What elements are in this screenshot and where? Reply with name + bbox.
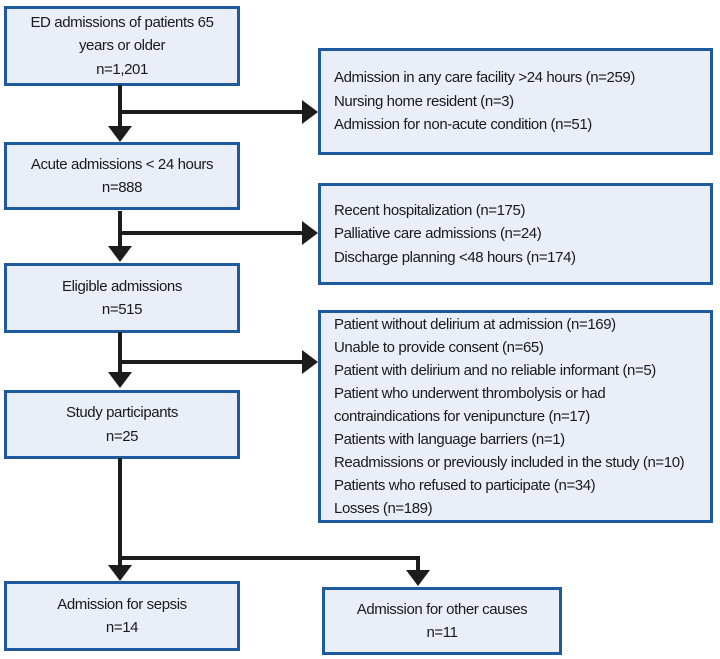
arrow-line-vertical-3 (118, 332, 122, 374)
arrowhead-right-icon (302, 221, 318, 245)
flow-box-admission-for-sepsis: Admission for sepsis n=14 (4, 581, 240, 651)
flow-box-line: Eligible admissions (62, 277, 182, 295)
exclusion-item: Patients with language barriers (n=1) (334, 431, 565, 448)
arrow-line-vertical-1 (118, 85, 122, 128)
exclusion-box-2: Recent hospitalization (n=175) Palliativ… (318, 183, 713, 285)
exclusion-item: Unable to provide consent (n=65) (334, 339, 544, 356)
flow-box-acute-admissions: Acute admissions < 24 hours n=888 (4, 142, 240, 210)
flow-box-line: years or older (78, 37, 166, 55)
arrowhead-down-icon (108, 372, 132, 388)
exclusion-item: Admission for non-acute condition (n=51) (334, 116, 592, 134)
flow-box-count: n=515 (101, 301, 143, 318)
arrow-line-vertical-5 (416, 556, 420, 572)
arrow-line-vertical-4 (118, 458, 122, 568)
exclusion-item: Patient with delirium and no reliable in… (334, 362, 656, 379)
flow-box-line: Admission for sepsis (57, 595, 187, 613)
arrowhead-right-icon (302, 100, 318, 124)
exclusion-item: Patient without delirium at admission (n… (334, 316, 616, 333)
flow-box-count: n=11 (426, 624, 458, 641)
flow-box-line: ED admissions of patients 65 (30, 13, 214, 31)
arrow-line-branch-3 (118, 360, 304, 364)
flow-box-line: Admission for other causes (356, 600, 528, 618)
exclusion-item: Patient who underwent thrombolysis or ha… (334, 385, 606, 402)
flow-box-count: n=14 (105, 619, 139, 636)
flow-box-study-participants: Study participants n=25 (4, 390, 240, 459)
arrow-line-vertical-2 (118, 211, 122, 248)
arrowhead-down-icon (406, 570, 430, 586)
flow-box-admission-for-other-causes: Admission for other causes n=11 (322, 587, 562, 655)
flow-box-line: Acute admissions < 24 hours (30, 155, 214, 173)
flow-box-ed-admissions: ED admissions of patients 65 years or ol… (4, 6, 240, 86)
exclusion-item: Patients who refused to participate (n=3… (334, 477, 596, 494)
arrowhead-down-icon (108, 126, 132, 142)
arrow-line-branch-1 (118, 110, 304, 114)
exclusion-item: Admission in any care facility >24 hours… (334, 69, 635, 87)
exclusion-item: Recent hospitalization (n=175) (334, 201, 526, 219)
exclusion-item: Losses (n=189) (334, 500, 433, 517)
flow-box-line: Study participants (65, 404, 179, 421)
exclusion-box-1: Admission in any care facility >24 hours… (318, 48, 713, 155)
exclusion-item: contraindications for venipuncture (n=17… (334, 408, 590, 425)
arrowhead-down-icon (108, 246, 132, 262)
arrowhead-right-icon (302, 350, 318, 374)
arrowhead-down-icon (108, 565, 132, 581)
flow-box-count: n=1,201 (96, 60, 148, 78)
exclusion-box-3: Patient without delirium at admission (n… (318, 310, 713, 523)
flow-box-eligible-admissions: Eligible admissions n=515 (4, 263, 240, 333)
exclusion-item: Readmissions or previously included in t… (334, 454, 685, 471)
arrow-line-split (118, 556, 420, 560)
flow-box-count: n=888 (101, 179, 143, 196)
exclusion-item: Discharge planning <48 hours (n=174) (334, 248, 576, 266)
arrow-line-branch-2 (118, 231, 304, 235)
flow-box-count: n=25 (105, 427, 139, 445)
exclusion-item: Palliative care admissions (n=24) (334, 225, 542, 243)
exclusion-item: Nursing home resident (n=3) (334, 92, 514, 110)
